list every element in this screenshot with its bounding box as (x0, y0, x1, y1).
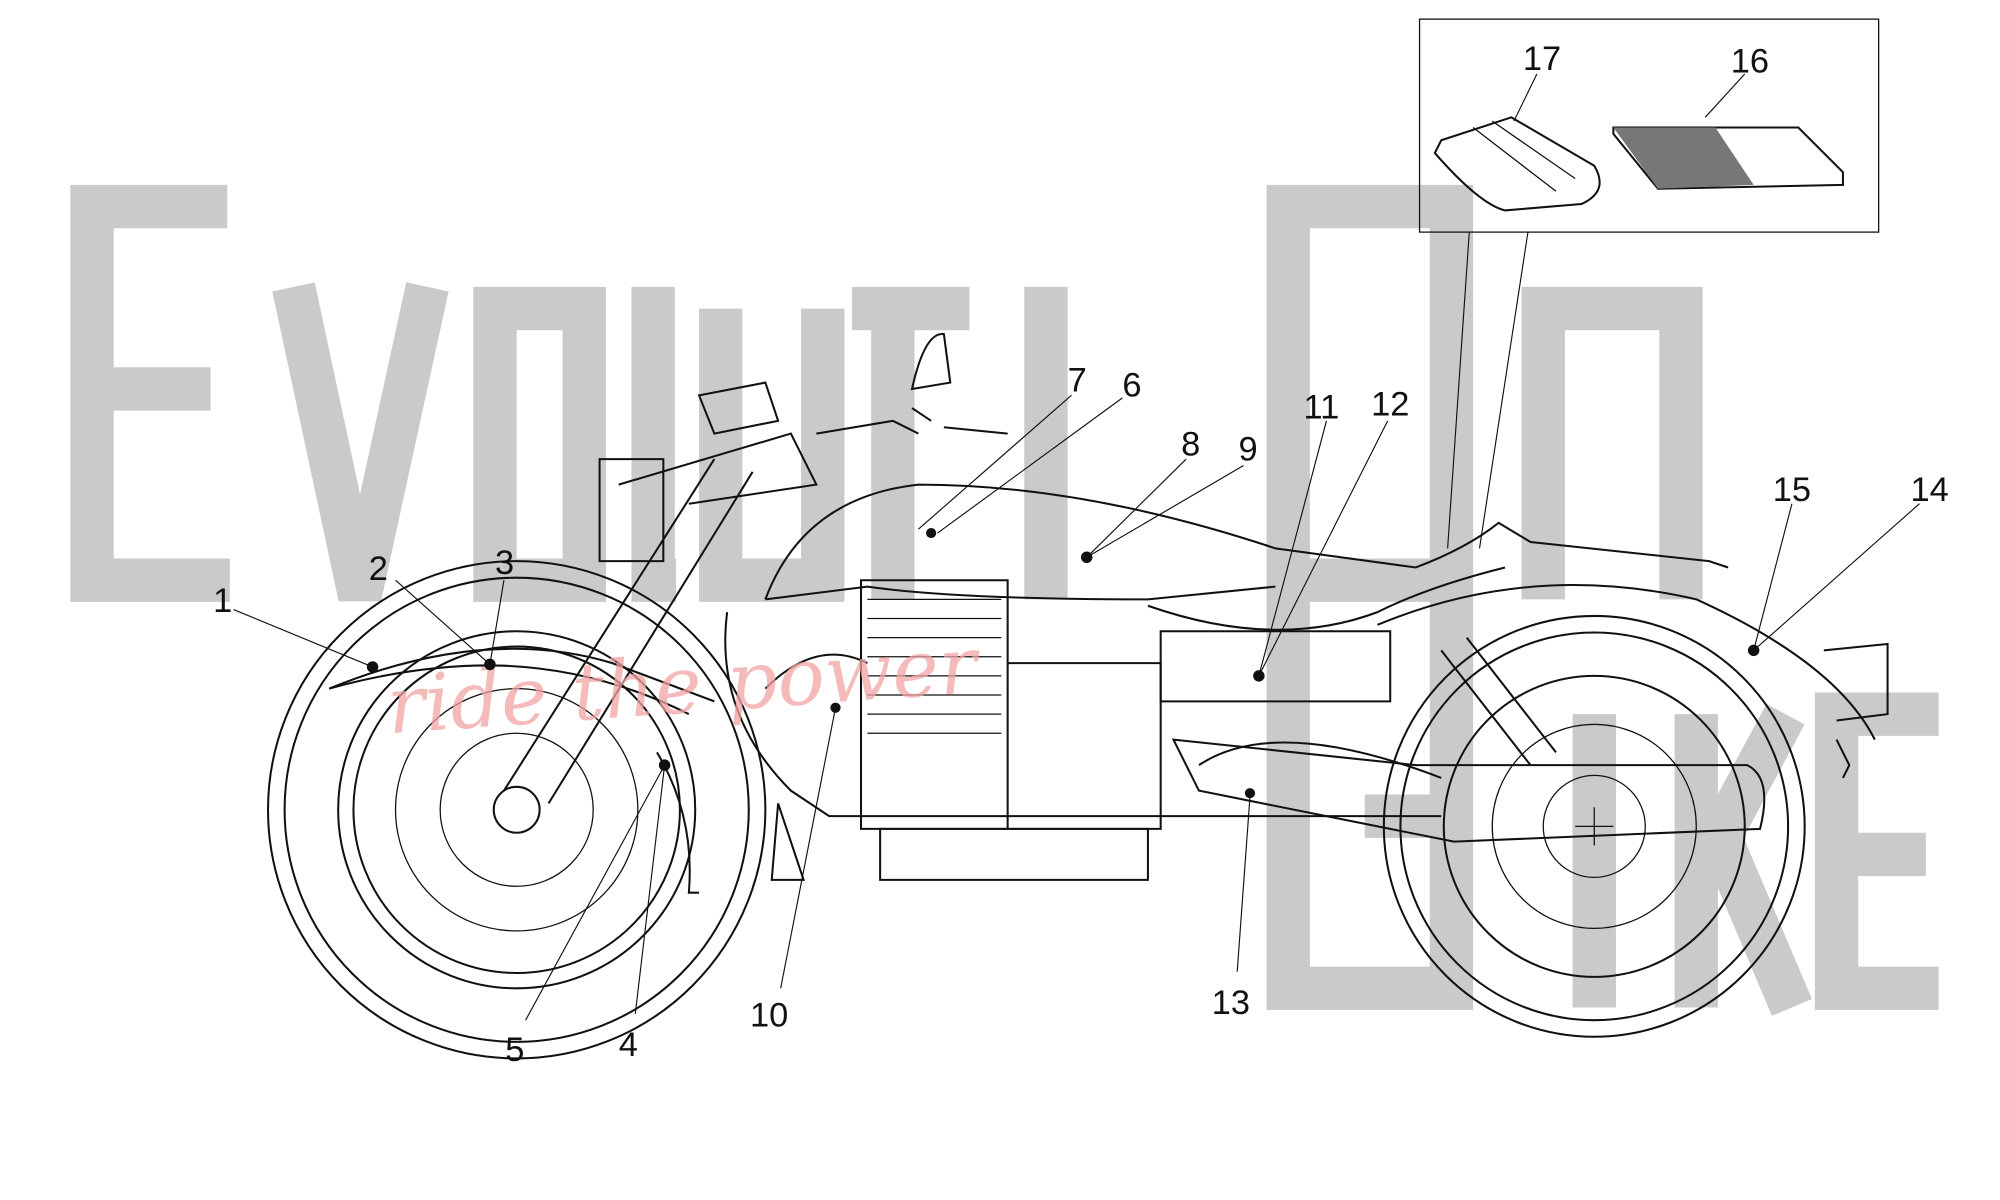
callout-8: 8 (1181, 425, 1200, 463)
callout-6: 6 (1122, 367, 1141, 405)
accessories-inset (1418, 18, 1880, 233)
callout-3: 3 (495, 544, 514, 582)
front-wheel (266, 560, 767, 1060)
callout-11: 11 (1304, 388, 1340, 426)
callout-17: 17 (1523, 40, 1561, 78)
callout-10: 10 (750, 997, 788, 1035)
manual-book (1612, 126, 1844, 190)
callout-15: 15 (1773, 471, 1811, 509)
callout-4: 4 (619, 1026, 638, 1064)
rear-wheel (1382, 614, 1806, 1038)
watermark-logo (70, 184, 1939, 1016)
callout-9: 9 (1238, 430, 1257, 468)
callout-2: 2 (369, 550, 388, 588)
callout-1: 1 (213, 582, 232, 620)
watermark-slogan: ride the power (384, 619, 984, 752)
callout-16: 16 (1731, 43, 1769, 81)
callout-12: 12 (1371, 386, 1409, 424)
motorcycle-outline (328, 333, 1889, 894)
callout-13: 13 (1212, 984, 1250, 1022)
callout-14: 14 (1911, 471, 1949, 509)
callout-5: 5 (505, 1031, 524, 1069)
callouts: 1 2 3 4 5 6 7 8 9 10 11 12 13 14 15 16 1… (213, 40, 1949, 1069)
callout-7: 7 (1068, 361, 1087, 399)
